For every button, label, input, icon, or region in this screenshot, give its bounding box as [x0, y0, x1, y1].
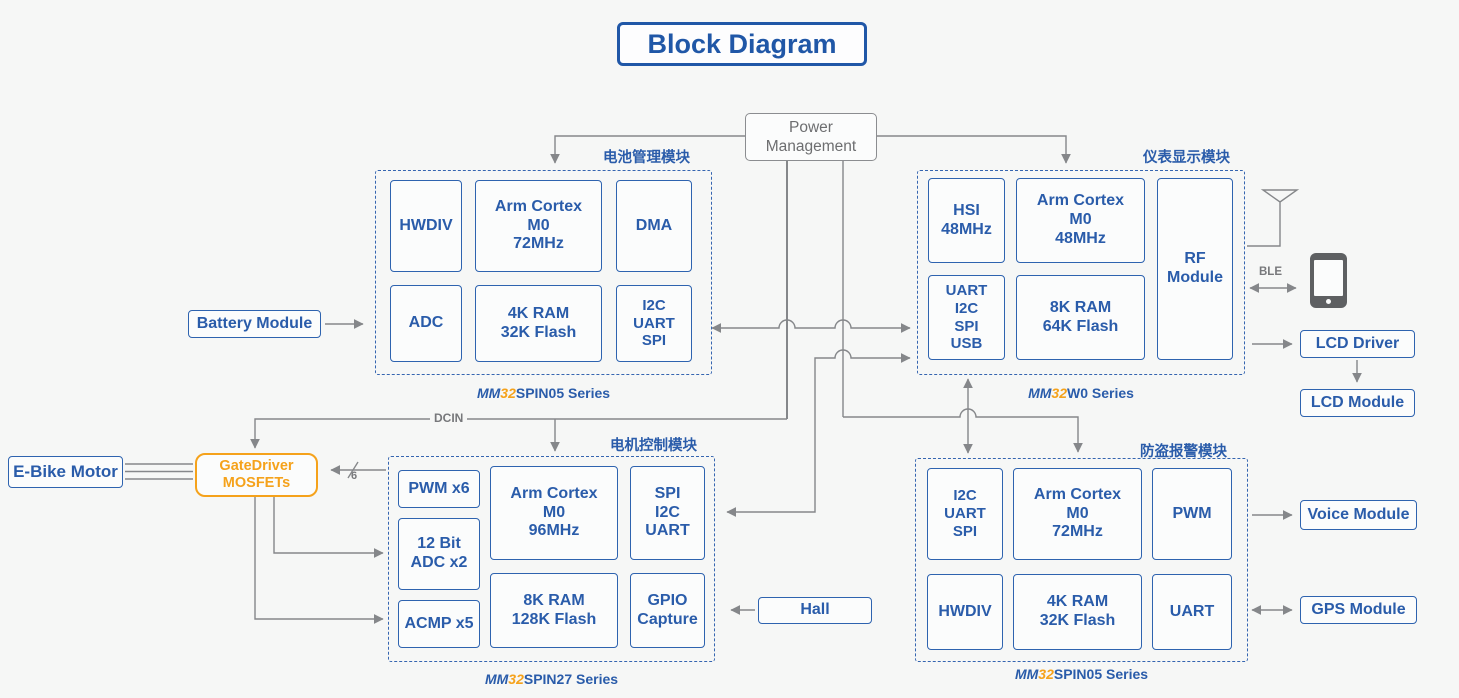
battery-dma-box: DMA [616, 180, 692, 272]
dcin-label: DCIN [430, 411, 468, 425]
bus-slash [347, 461, 359, 479]
series-mm: MM [476, 385, 501, 401]
series-mm: MM [1014, 666, 1039, 682]
display-rf-box: RF Module [1157, 178, 1233, 360]
alarm-series-label: MM32SPIN05 Series [915, 666, 1248, 682]
voice-module-box: Voice Module [1300, 500, 1417, 530]
page-title: Block Diagram [617, 22, 867, 66]
display-cortex-box: Arm Cortex M0 48MHz [1016, 178, 1145, 263]
gatedriver-to-acmp-arrow [254, 497, 384, 624]
alarm-module-cn-label: 防盗报警模块 [1140, 444, 1227, 460]
antenna-icon [1247, 189, 1300, 247]
motor-memory-box: 8K RAM 128K Flash [490, 573, 618, 648]
battery-hwdiv-box: HWDIV [390, 180, 462, 272]
motor-pwm-box: PWM x6 [398, 470, 480, 508]
series-mm: MM [1028, 385, 1052, 401]
gps-module-box: GPS Module [1300, 596, 1417, 624]
gatedriver-to-adc-arrow [273, 497, 384, 558]
phone-icon [1310, 253, 1347, 308]
series-mm: MM [484, 671, 509, 687]
power-management-box: Power Management [745, 113, 877, 161]
hall-box: Hall [758, 597, 872, 624]
series-num: 32 [508, 671, 524, 687]
display-series-label: MM32W0 Series [917, 385, 1245, 401]
gatedriver-mosfets-box: GateDriver MOSFETs [195, 453, 318, 497]
series-num: 32 [1051, 385, 1067, 401]
motor-control-module [388, 456, 715, 662]
alarm-uart-box: UART [1152, 574, 1232, 650]
alarm-cortex-box: Arm Cortex M0 72MHz [1013, 468, 1142, 560]
battery-management-module [375, 170, 712, 375]
power-to-battery-arrow [550, 135, 745, 164]
phone-screen [1314, 260, 1343, 296]
display-memory-box: 8K RAM 64K Flash [1016, 275, 1145, 360]
motor-series-label: MM32SPIN27 Series [388, 671, 715, 687]
series-rest: W0 Series [1066, 385, 1134, 401]
motor-acmp-box: ACMP x5 [398, 600, 480, 648]
battery-memory-box: 4K RAM 32K Flash [475, 285, 602, 362]
display-comm-box: UART I2C SPI USB [928, 275, 1005, 360]
alarm-memory-box: 4K RAM 32K Flash [1013, 574, 1142, 650]
lcd-driver-box: LCD Driver [1300, 330, 1415, 358]
alarm-comm-box: I2C UART SPI [927, 468, 1003, 560]
lcd-module-box: LCD Module [1300, 389, 1415, 417]
power-to-display-arrow [877, 135, 1071, 164]
motor-display-link [726, 349, 911, 517]
motor-comm-box: SPI I2C UART [630, 466, 705, 560]
motor-gpio-box: GPIO Capture [630, 573, 705, 648]
ble-label: BLE [1259, 266, 1282, 278]
battery-series-label: MM32SPIN05 Series [375, 385, 712, 401]
battery-module-box: Battery Module [188, 310, 321, 338]
series-rest: SPIN05 Series [1053, 666, 1149, 682]
battery-adc-box: ADC [390, 285, 462, 362]
battery-comm-box: I2C UART SPI [616, 285, 692, 362]
power-rail-to-alarm-module [843, 408, 1083, 453]
display-module-cn-label: 仪表显示模块 [1143, 150, 1230, 166]
instrument-display-module [917, 170, 1245, 375]
series-rest: SPIN27 Series [523, 671, 619, 687]
alarm-hwdiv-box: HWDIV [927, 574, 1003, 650]
phone-home-button [1326, 299, 1331, 304]
bus-width-label: 6 [351, 470, 358, 482]
battery-display-link [711, 319, 911, 333]
anti-theft-alarm-module [915, 458, 1248, 662]
motor-adc-box: 12 Bit ADC x2 [398, 518, 480, 590]
series-num: 32 [500, 385, 516, 401]
motor-module-cn-label: 电机控制模块 [610, 438, 697, 454]
ebike-motor-box: E-Bike Motor [8, 456, 123, 488]
display-hsi-box: HSI 48MHz [928, 178, 1005, 263]
series-num: 32 [1038, 666, 1054, 682]
motor-cortex-box: Arm Cortex M0 96MHz [490, 466, 618, 560]
series-rest: SPIN05 Series [515, 385, 611, 401]
ebike-motor-lines [125, 463, 193, 480]
battery-module-cn-label: 电池管理模块 [603, 150, 690, 166]
battery-cortex-box: Arm Cortex M0 72MHz [475, 180, 602, 272]
alarm-pwm-box: PWM [1152, 468, 1232, 560]
dcin-rail-to-gatedriver [250, 418, 787, 449]
